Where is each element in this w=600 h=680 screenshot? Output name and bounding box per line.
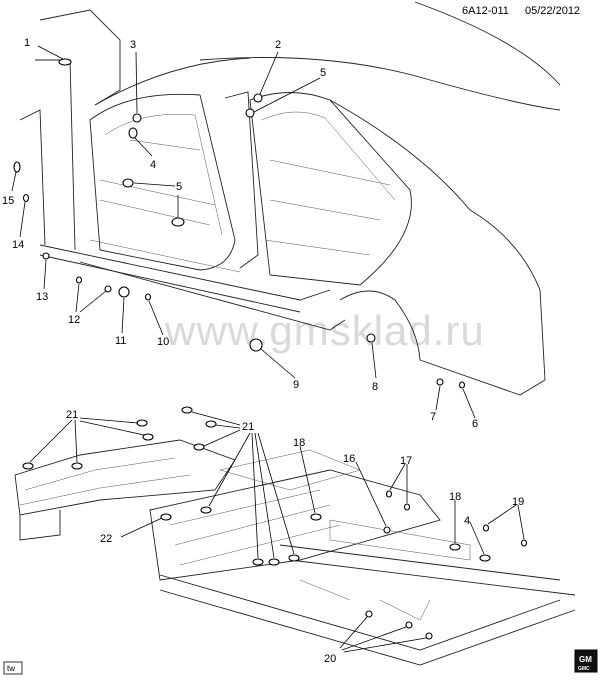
callout-15: 15: [2, 195, 14, 207]
gm-badge-line2: GMC: [578, 666, 590, 672]
plug-15: [13, 161, 21, 173]
plug-6: [458, 381, 466, 389]
diagram-code: 6A12-011: [462, 5, 509, 17]
plug-18-a: [310, 513, 322, 521]
svg-text:tw: tw: [7, 664, 15, 673]
plug-17-a: [385, 490, 393, 498]
callout-17: 17: [400, 455, 412, 467]
plug-21-e: [181, 406, 193, 414]
plug-1: [58, 58, 72, 66]
plug-21-b: [71, 462, 83, 470]
callout-2: 2: [275, 39, 281, 51]
callout-22: 22: [100, 533, 112, 545]
lower-plugs: [22, 406, 528, 640]
plug-18-b: [449, 543, 461, 551]
plug-17-b: [403, 503, 411, 511]
callout-8: 8: [372, 381, 378, 393]
plug-16: [383, 526, 391, 534]
upper-plugs: [13, 58, 466, 389]
plug-5b-1: [122, 178, 134, 188]
plug-21-c: [136, 419, 148, 427]
plug-13: [42, 252, 50, 260]
callout-16: 16: [343, 453, 355, 465]
callout-21-left: 21: [66, 409, 78, 421]
plug-3: [132, 113, 142, 123]
plug-4a: [128, 127, 138, 139]
callout-20: 20: [324, 653, 336, 665]
plug-20-b: [405, 621, 413, 629]
plug-21-h: [200, 506, 212, 514]
plug-21-g: [193, 443, 205, 451]
callout-18-left: 18: [293, 437, 305, 449]
callout-11: 11: [115, 335, 126, 347]
plug-12a: [75, 276, 83, 284]
plug-12b: [104, 285, 112, 293]
plug-2: [253, 93, 263, 103]
plug-8: [366, 333, 376, 343]
corner-tag: tw: [3, 661, 23, 675]
upper-leaders: [11, 45, 476, 419]
plug-21-i: [252, 558, 264, 566]
plug-5b-2: [171, 217, 185, 227]
gm-badge: GM GMC: [574, 649, 598, 673]
callout-19: 19: [512, 496, 524, 508]
callout-5-lower: 5: [176, 181, 182, 193]
upper-callouts: 1 2 3 4 5 5 6 7 8 9 10 11 12 13 14 15: [2, 37, 478, 430]
plug-10: [144, 293, 152, 301]
plug-20-a: [365, 610, 373, 618]
callout-7: 7: [430, 411, 436, 423]
plug-20-c: [425, 632, 433, 640]
plug-19-b: [520, 539, 528, 547]
callout-21-center: 21: [242, 421, 254, 433]
body-side-illustration: [19, 1, 561, 396]
callout-9: 9: [293, 379, 299, 391]
plug-21-d: [142, 433, 154, 441]
plug-14: [22, 193, 30, 203]
plug-9: [249, 338, 263, 352]
plug-19-a: [482, 524, 490, 532]
diagram-date: 05/22/2012: [525, 5, 580, 17]
plug-22: [160, 513, 172, 521]
plug-5a: [245, 108, 255, 118]
callout-6: 6: [472, 418, 478, 430]
callout-4: 4: [150, 159, 156, 171]
callout-10: 10: [157, 336, 169, 348]
gm-badge-line1: GM: [579, 655, 592, 664]
callout-13: 13: [36, 291, 48, 303]
callout-18-right: 18: [449, 491, 461, 503]
callout-3: 3: [130, 39, 136, 51]
plug-21-f: [205, 420, 217, 428]
underbody-illustration: [14, 439, 576, 666]
callout-1: 1: [24, 37, 30, 49]
watermark: www.gmsklad.ru: [164, 307, 485, 354]
callout-12: 12: [68, 314, 80, 326]
callout-4-lower: 4: [464, 515, 470, 527]
plug-4b: [479, 554, 491, 562]
lower-callouts: 21 21 22 18 16 17 18 19 4 20: [66, 409, 524, 665]
plug-11: [118, 286, 130, 298]
callout-14: 14: [12, 239, 24, 251]
plug-21-k: [288, 554, 300, 562]
plug-21-a: [22, 462, 34, 470]
plug-21-j: [268, 558, 280, 566]
plug-7: [436, 378, 444, 386]
lower-leaders: [29, 411, 525, 653]
callout-5: 5: [320, 67, 326, 79]
